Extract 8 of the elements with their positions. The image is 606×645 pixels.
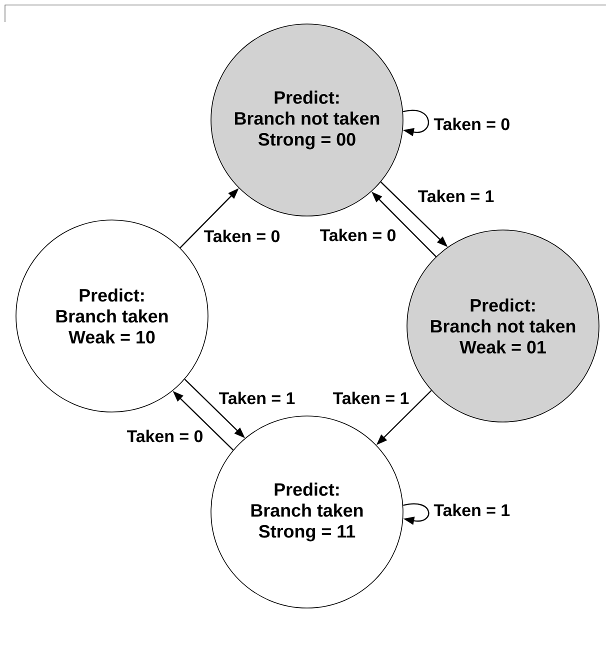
edge-label: Taken = 1 bbox=[416, 188, 496, 204]
edge-label: Taken = 0 bbox=[432, 116, 512, 132]
edge-label: Taken = 0 bbox=[125, 428, 205, 444]
edge-label: Taken = 0 bbox=[318, 227, 398, 243]
edge-label: Taken = 1 bbox=[217, 390, 297, 406]
edge-label: Taken = 1 bbox=[432, 502, 512, 518]
arrow bbox=[402, 110, 429, 136]
arrow bbox=[403, 503, 430, 525]
